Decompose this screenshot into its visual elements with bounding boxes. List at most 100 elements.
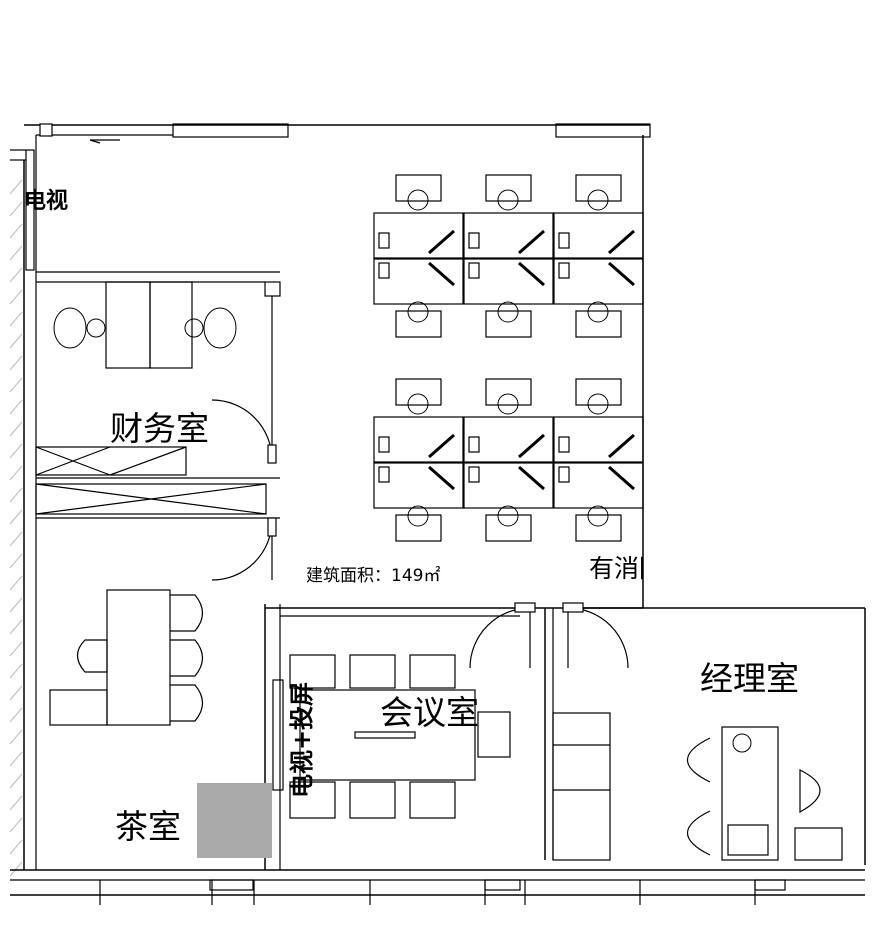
person [497,189,519,211]
manager-room-label: 经理室 [700,659,799,698]
wall-hatch [9,311,23,327]
wall-hatch [9,575,23,591]
wall-hatch [9,355,23,371]
workstation-desk [463,258,554,305]
meeting-chair [409,654,456,689]
tea-chair [170,684,204,722]
phone-icon [558,436,570,453]
bottom-window [209,879,254,891]
wall-hatch [9,201,23,217]
office-chair [485,514,532,542]
monitor [518,465,545,491]
wall-hatch [9,377,23,393]
office-chair [395,378,442,406]
tv-panel [25,149,35,271]
fire-label: 有消防 [589,556,643,581]
wall-hatch [9,751,23,767]
wall-hatch [9,223,23,239]
phone-icon [558,262,570,279]
tv-label: 电视 [24,189,69,214]
door-hinge [267,517,277,537]
door-frame [562,602,584,613]
wall-hatch [9,773,23,789]
monitor [428,433,455,459]
phone-icon [468,262,480,279]
wall-hatch [9,421,23,437]
top-window [172,123,289,138]
wall-hatch [9,839,23,855]
office-chair [575,310,622,338]
finance-desk [105,281,151,369]
meeting-chair-end [477,711,511,758]
workstation-desk [553,416,644,463]
tea-counter [49,689,108,726]
wall-hatch [9,685,23,701]
meeting-chair [409,781,456,819]
monitor [608,433,635,459]
office-chair [575,378,622,406]
tea-chair [170,594,204,632]
monitor [608,229,635,255]
wall-hatch [9,443,23,459]
person [587,393,609,415]
workstation-desk [463,212,554,259]
lamp-icon [732,733,752,753]
monitor [518,261,545,287]
tea-room-label: 茶室 [115,807,181,846]
office-chair [395,174,442,202]
phone-icon [378,466,390,483]
monitor [428,261,455,287]
monitor [428,229,455,255]
phone-icon [378,232,390,249]
bottom-window [484,879,521,891]
phone-icon [558,466,570,483]
tea-door-swing [211,519,273,581]
phone-icon [468,232,480,249]
office-chair [485,310,532,338]
person [497,301,519,323]
wall-hatch [9,465,23,481]
wall-hatch [9,663,23,679]
person [497,505,519,527]
chair [203,307,237,349]
wall-hatch [9,333,23,349]
tea-table [106,589,171,726]
cabinet-x [109,446,187,476]
monitor [518,433,545,459]
workstation-desk [553,258,644,305]
meeting-table [299,689,476,781]
wall-hatch [9,289,23,305]
door-frame [514,602,536,613]
meeting-door-swing [469,607,531,669]
wall-hatch [9,641,23,657]
monitor [518,229,545,255]
person [407,393,429,415]
manager-guest-chair [686,737,711,783]
workstation-desk [463,416,554,463]
person [587,505,609,527]
top-window-right [555,123,651,138]
manager-desk [721,726,779,861]
wall-hatch [9,795,23,811]
grey-block [197,783,272,858]
workstation-desk [373,416,464,463]
wall-hatch [9,509,23,525]
office-chair [395,514,442,542]
finance-door-swing [211,399,273,461]
wall-hatch [9,553,23,569]
wall-hatch [9,245,23,261]
bottom-window [754,879,786,891]
cabinet-x [35,446,111,476]
monitor [428,465,455,491]
shelf-x [35,483,267,515]
person [587,301,609,323]
finance-room-label: 财务室 [110,409,209,448]
office-chair [485,378,532,406]
workstation-desk [553,462,644,509]
finance-column [264,281,281,297]
door-hinge [267,444,277,464]
office-chair [575,514,622,542]
phone-icon [378,262,390,279]
person [587,189,609,211]
